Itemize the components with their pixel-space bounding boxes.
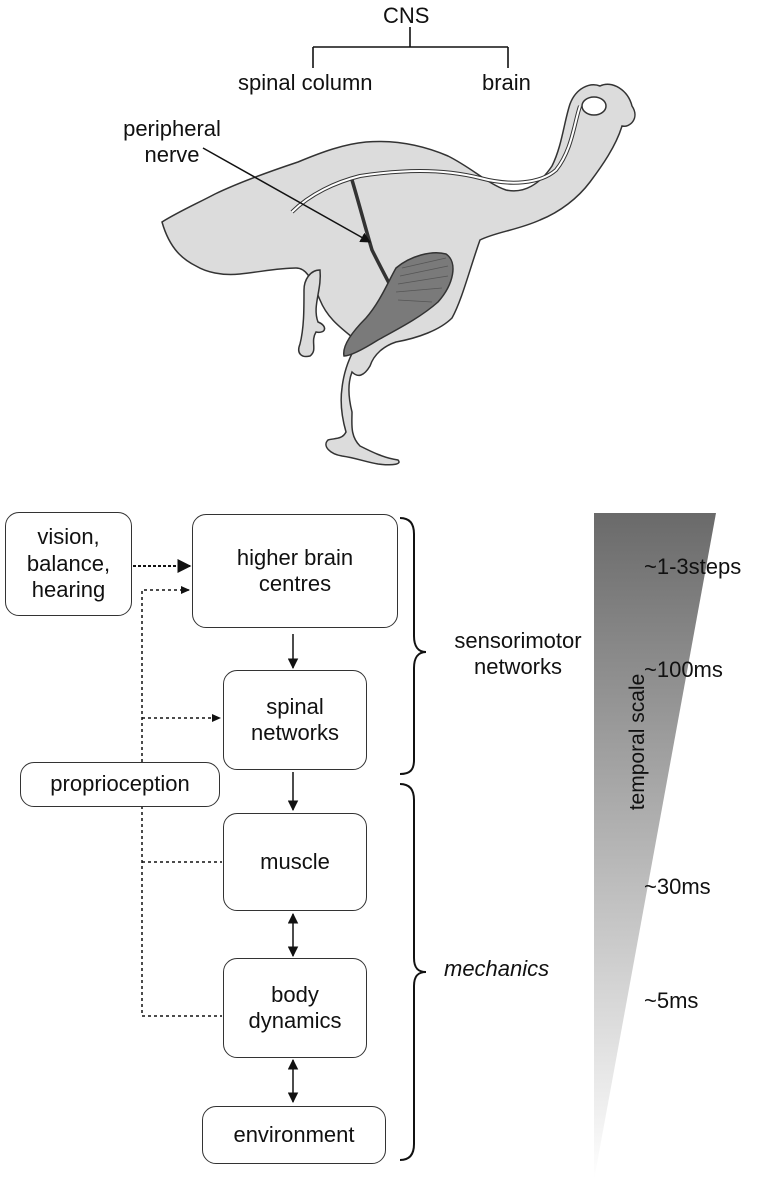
cns-label: CNS xyxy=(383,3,430,28)
mechanics-label: mechanics xyxy=(444,956,550,981)
temporal-tick-100ms: ~100ms xyxy=(644,657,723,682)
mechanics-brace xyxy=(399,783,427,1161)
muscle-box: muscle xyxy=(223,813,367,911)
brain-label: brain xyxy=(482,70,531,95)
proprioception-feedback-lines xyxy=(141,589,222,1017)
proprioception-arrowheads xyxy=(181,586,221,722)
spinal-column-core xyxy=(291,105,581,213)
peripheral-nerve-pointer xyxy=(202,147,371,243)
muscle-fibers xyxy=(395,257,449,303)
spinal-networks-box: spinal networks xyxy=(223,670,367,770)
leg-muscle xyxy=(343,252,454,357)
temporal-tick-1-3steps: ~1-3steps xyxy=(644,554,742,579)
peripheral-nerve-label: peripheral nerve xyxy=(123,116,221,168)
spinal-column-label: spinal column xyxy=(238,70,373,95)
higher-brain-centres-box: higher brain centres xyxy=(192,514,398,628)
bird-back-leg xyxy=(298,269,326,358)
temporal-tick-30ms: ~30ms xyxy=(644,874,711,899)
brain-shape xyxy=(581,96,607,116)
temporal-scale-label: temporal scale xyxy=(626,673,649,811)
body-dynamics-box: body dynamics xyxy=(223,958,367,1058)
sensorimotor-brace xyxy=(399,517,427,775)
environment-box: environment xyxy=(202,1106,386,1164)
temporal-gradient-wedge xyxy=(594,513,716,1180)
sensorimotor-networks-label: sensorimotor networks xyxy=(454,628,582,680)
temporal-tick-5ms: ~5ms xyxy=(644,988,699,1013)
cns-bracket xyxy=(312,27,509,68)
proprioception-box: proprioception xyxy=(20,762,220,807)
senses-box: vision, balance, hearing xyxy=(5,512,132,616)
bird-illustration xyxy=(161,83,636,466)
